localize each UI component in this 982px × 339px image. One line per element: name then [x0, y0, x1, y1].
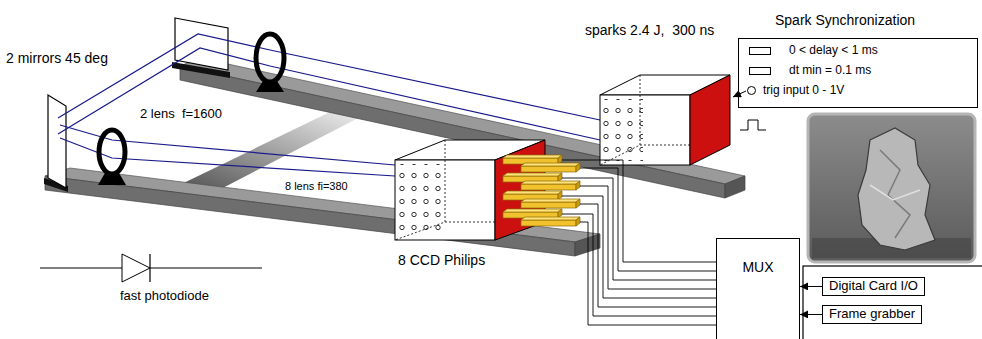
cable: [580, 222, 716, 325]
ccd-camera: [521, 199, 580, 208]
ccd-camera: [503, 209, 562, 218]
node-title: Digital Card I/O: [829, 279, 918, 294]
io-card-box: Frame grabber: [822, 305, 922, 324]
connector-arrow: [800, 286, 822, 287]
part-label: 8 CCD Philips: [398, 252, 485, 268]
mirror: [175, 18, 228, 70]
hidden-edge: [445, 222, 495, 223]
setting-text: dt min = 0.1 ms: [789, 64, 871, 78]
spark-holes: [603, 99, 643, 161]
ccd-camera: [521, 217, 580, 226]
diode-wire: [150, 268, 262, 269]
part-label: fast photodiode: [120, 289, 209, 304]
camera-cables: [562, 160, 716, 325]
part-label: 8 lens fi=380: [285, 180, 348, 193]
input-text: trig input 0 - 1V: [763, 84, 844, 98]
camera-image: [808, 114, 975, 262]
part-label: 2 mirrors 45 deg: [6, 50, 108, 66]
cable: [580, 204, 716, 307]
io-card-box: Digital Card I/O: [822, 277, 925, 296]
hidden-edge: [640, 145, 690, 146]
cable: [562, 160, 716, 262]
ccd-camera: [503, 155, 562, 164]
lens-ring: [256, 34, 284, 82]
cable: [580, 168, 716, 271]
input-jack: [747, 86, 756, 95]
node-title: Frame grabber: [829, 307, 915, 322]
spark-plasma: [858, 128, 935, 250]
spark-box: [600, 95, 690, 165]
setting-text: 0 < delay < 1 ms: [789, 44, 878, 58]
setting-switch: [749, 67, 771, 75]
mirror: [48, 95, 66, 188]
cable: [562, 214, 716, 316]
node-title: MUX: [717, 259, 799, 275]
pulse-symbol: [740, 120, 766, 130]
cable: [562, 178, 716, 280]
cable: [562, 196, 716, 298]
ccd-camera: [503, 191, 562, 200]
hidden-edge: [395, 140, 445, 240]
sync-panel: Spark Synchronization0 < delay < 1 msdt …: [738, 38, 978, 108]
cross-bar: [165, 112, 370, 192]
connector-arrow: [800, 314, 822, 315]
cable: [580, 186, 716, 289]
hidden-edge: [600, 75, 640, 165]
rail-end: [725, 176, 745, 198]
part-label: sparks 2.4 J, 300 ns: [585, 22, 714, 38]
trigger-arrow: [733, 91, 746, 97]
lens-ring: [99, 130, 125, 174]
light-beam: [58, 48, 600, 140]
mux-box: MUX: [716, 238, 800, 339]
part-label: 2 lens f=1600: [140, 107, 222, 122]
ccd-camera: [521, 181, 580, 190]
diode-symbol: [122, 254, 150, 282]
red-face: [690, 75, 730, 165]
ccd-camera: [503, 173, 562, 182]
panel-heading: Spark Synchronization: [775, 12, 915, 28]
plasma-facet: [870, 185, 920, 200]
lens-stand: [256, 81, 284, 92]
ccd-camera: [521, 163, 580, 172]
diode-wire: [40, 268, 122, 269]
setting-switch: [749, 47, 771, 55]
lens-stand: [98, 173, 126, 185]
light-beam: [60, 138, 395, 176]
computer-panel: [803, 266, 982, 339]
rail-end: [575, 234, 600, 256]
